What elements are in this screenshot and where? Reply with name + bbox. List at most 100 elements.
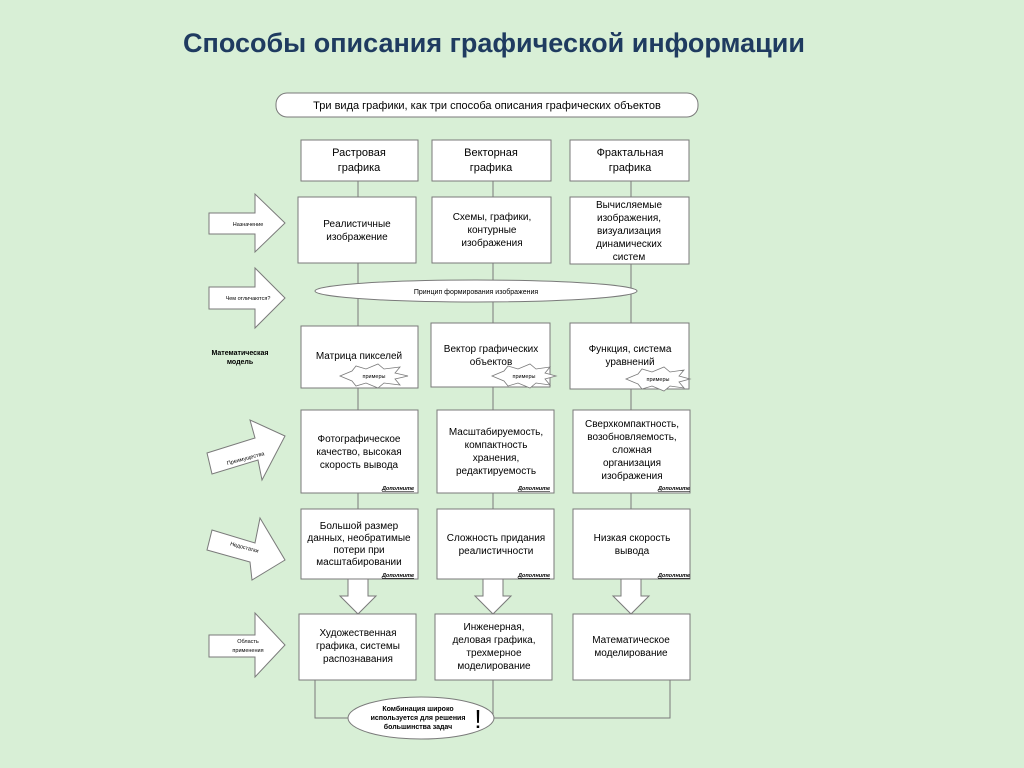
svg-text:графика: графика	[609, 162, 652, 174]
svg-text:Сверхкомпактность,: Сверхкомпактность,	[585, 419, 679, 430]
svg-text:трехмерное: трехмерное	[466, 648, 522, 659]
combination-line-1: Комбинация широко	[382, 705, 453, 713]
svg-text:Вектор графических: Вектор графических	[444, 343, 538, 355]
raster-header-box	[300, 139, 419, 182]
fractal-examples-label: примеры	[647, 377, 670, 383]
svg-text:Функция, система: Функция, система	[589, 344, 672, 355]
fractal-advantages-box	[572, 409, 691, 494]
combination-ellipse	[347, 696, 495, 740]
fractal-down-arrow	[611, 578, 651, 615]
svg-text:изображение: изображение	[326, 231, 388, 243]
exclamation-mark: !	[474, 704, 481, 734]
combination-line-2: используется для решения	[371, 715, 466, 722]
svg-text:изображения: изображения	[601, 470, 662, 482]
fractal-purpose-box	[569, 196, 690, 265]
svg-text:объектов: объектов	[470, 356, 513, 368]
svg-text:визуализация: визуализация	[597, 226, 661, 237]
raster-purpose-box	[297, 196, 417, 264]
vector-application-box	[434, 613, 553, 681]
header-box	[275, 92, 699, 118]
principle-text: Принцип формирования изображения	[414, 288, 539, 296]
svg-text:модель: модель	[227, 359, 254, 366]
column-raster: Растровая графика Реалистичные изображен…	[297, 139, 419, 681]
row-label-model: Математическая модель	[212, 350, 269, 366]
svg-text:Фотографическое: Фотографическое	[318, 433, 401, 445]
svg-text:уравнений: уравнений	[605, 357, 654, 368]
svg-text:деловая графика,: деловая графика,	[452, 634, 535, 646]
vector-examples-star	[490, 363, 558, 389]
svg-text:вывода: вывода	[615, 546, 650, 557]
svg-text:компактность: компактность	[465, 440, 528, 451]
arrow-disadvantages: Недостатки	[206, 516, 286, 581]
raster-dis-link[interactable]: Дополните	[381, 573, 414, 579]
svg-text:Художественная: Художественная	[319, 628, 396, 639]
fractal-header-box	[569, 139, 690, 182]
svg-text:хранения,: хранения,	[473, 453, 520, 464]
svg-text:Вычисляемые: Вычисляемые	[596, 200, 663, 211]
raster-advantages-box	[300, 409, 419, 494]
svg-text:данных, необратимые: данных, необратимые	[307, 532, 411, 544]
arrow-advantages: Преимущества	[206, 419, 286, 482]
row-label-difference: Чем отличаются?	[226, 296, 271, 302]
svg-text:возобновляемость,: возобновляемость,	[587, 431, 676, 443]
svg-text:Большой размер: Большой размер	[320, 521, 399, 532]
svg-text:Реалистичные: Реалистичные	[323, 219, 391, 230]
vector-adv-link[interactable]: Дополните	[517, 486, 550, 492]
raster-down-arrow	[338, 578, 378, 615]
svg-text:систем: систем	[613, 252, 646, 263]
vector-advantages-box	[436, 409, 555, 494]
raster-disadvantages-box	[300, 508, 419, 580]
svg-text:применения: применения	[232, 648, 263, 654]
vector-header-box	[431, 139, 552, 182]
svg-text:Фрактальная: Фрактальная	[597, 147, 664, 159]
vector-purpose-box	[431, 196, 552, 264]
vector-examples-label: примеры	[513, 374, 536, 380]
row-label-purpose: Назначение	[233, 222, 264, 228]
svg-text:редактируемость: редактируемость	[456, 466, 536, 477]
svg-text:графика: графика	[470, 162, 513, 174]
svg-text:Векторная: Векторная	[464, 147, 518, 159]
svg-text:изображения,: изображения,	[597, 212, 661, 224]
vector-dis-link[interactable]: Дополните	[517, 573, 550, 579]
column-vector: Векторная графика Схемы, графики, контур…	[430, 139, 558, 681]
svg-text:Математическая: Математическая	[212, 350, 269, 357]
raster-application-box	[298, 613, 417, 681]
fractal-examples-star	[624, 366, 692, 392]
fractal-disadvantages-box	[572, 508, 691, 580]
fractal-adv-link[interactable]: Дополните	[657, 486, 690, 492]
svg-text:изображения: изображения	[461, 237, 522, 249]
svg-text:масштабировании: масштабировании	[316, 556, 401, 568]
svg-text:сложная: сложная	[612, 445, 652, 456]
svg-text:организация: организация	[603, 458, 661, 469]
svg-text:качество, высокая: качество, высокая	[316, 447, 401, 458]
vector-down-arrow	[473, 578, 513, 615]
fractal-application-box	[572, 613, 691, 681]
svg-text:моделирование: моделирование	[457, 661, 531, 672]
fractal-dis-link[interactable]: Дополните	[657, 573, 690, 579]
svg-text:контурные: контурные	[468, 225, 517, 236]
arrow-purpose: Назначение	[208, 192, 286, 254]
vector-model-box	[430, 322, 551, 388]
arrow-application: Область применения	[208, 611, 286, 679]
svg-text:моделирование: моделирование	[594, 648, 668, 659]
principle-ellipse	[314, 279, 638, 303]
svg-text:потери при: потери при	[333, 545, 384, 556]
svg-text:Область: Область	[237, 639, 259, 645]
raster-examples-star	[338, 363, 409, 389]
svg-text:Растровая: Растровая	[332, 147, 386, 159]
vector-disadvantages-box	[436, 508, 555, 580]
svg-text:Низкая скорость: Низкая скорость	[594, 533, 671, 544]
svg-text:Математическое: Математическое	[592, 635, 670, 646]
svg-text:Инженерная,: Инженерная,	[464, 622, 525, 633]
svg-text:Масштабируемость,: Масштабируемость,	[449, 426, 543, 438]
raster-adv-link[interactable]: Дополните	[381, 486, 414, 492]
svg-text:распознавания: распознавания	[323, 654, 393, 665]
svg-text:графика, системы: графика, системы	[316, 640, 400, 652]
header-box-text: Три вида графики, как три способа описан…	[313, 100, 661, 112]
svg-text:Сложность придания: Сложность придания	[447, 533, 545, 544]
svg-text:графика: графика	[338, 162, 381, 174]
page-title: Способы описания графической информации	[183, 28, 805, 58]
svg-text:реалистичности: реалистичности	[459, 546, 534, 557]
column-fractal: Фрактальная графика Вычисляемые изображе…	[569, 139, 692, 681]
